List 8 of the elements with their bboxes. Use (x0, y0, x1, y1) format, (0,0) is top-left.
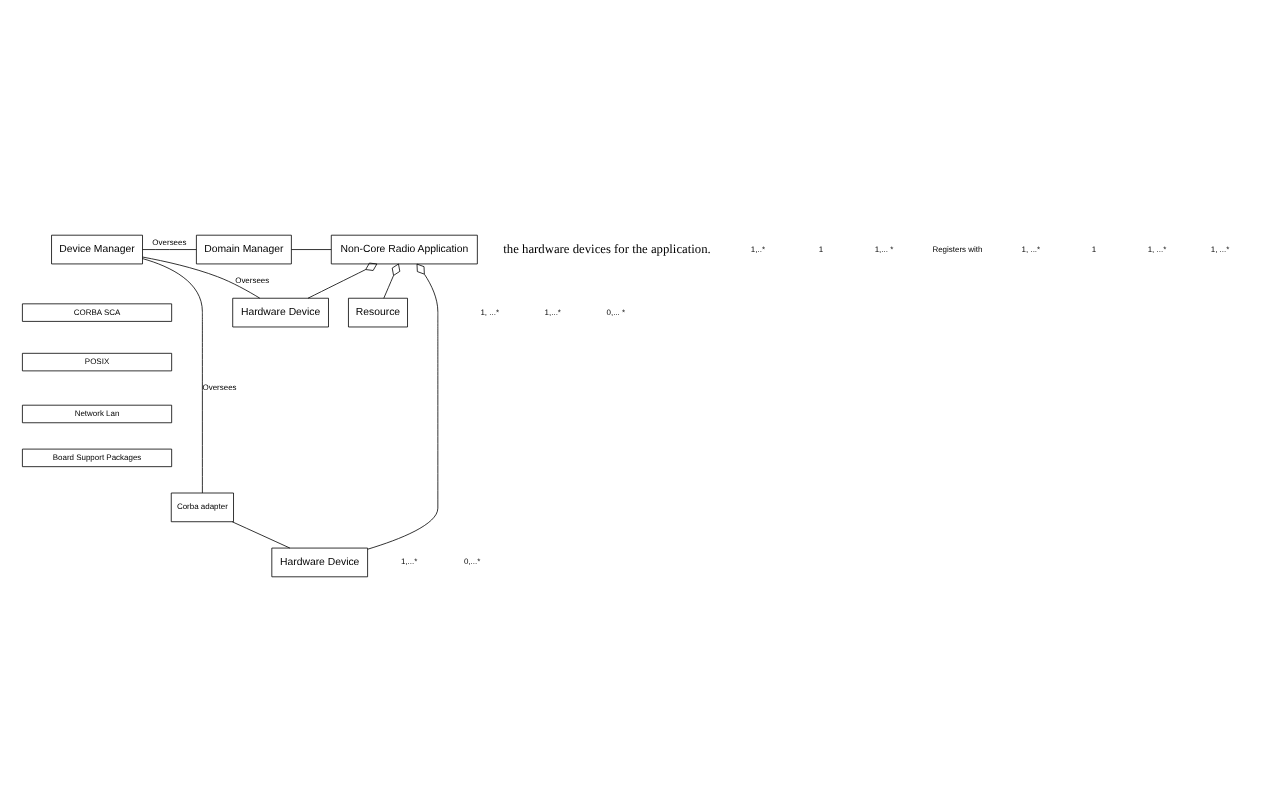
connector (231, 520, 291, 548)
connector (291, 248, 332, 249)
connector (383, 262, 401, 298)
connector (142, 255, 261, 298)
connector (142, 248, 197, 249)
connector (307, 261, 378, 298)
connector (367, 262, 439, 549)
connector (142, 257, 203, 493)
